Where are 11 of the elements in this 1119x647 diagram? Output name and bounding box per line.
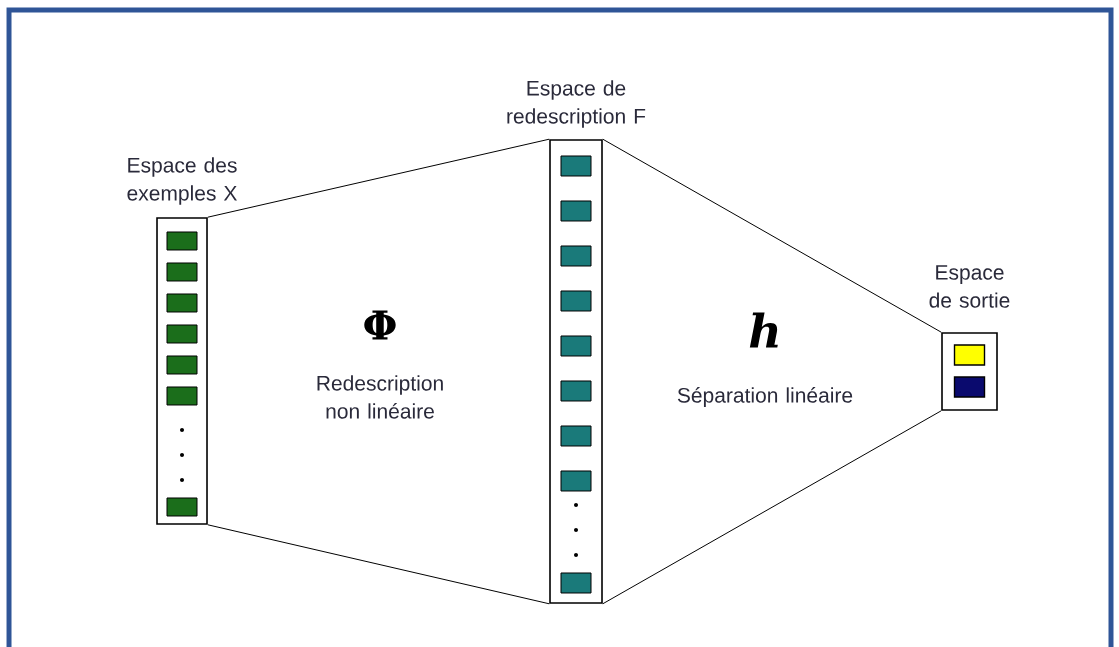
caption-text: Séparation linéaire	[677, 387, 853, 407]
caption-text: Redescription non linéaire	[317, 375, 443, 419]
function-symbol: h	[749, 312, 778, 348]
connector-line	[602, 410, 942, 605]
connector-line	[207, 138, 550, 218]
heading: Espace de sortie	[929, 265, 1010, 308]
heading: Espace des exemples X	[127, 157, 237, 205]
heading: Espace de redescription F	[507, 80, 646, 128]
connector-line	[207, 524, 550, 605]
connector-line	[602, 138, 942, 333]
greek-symbol: Φ	[364, 310, 396, 340]
